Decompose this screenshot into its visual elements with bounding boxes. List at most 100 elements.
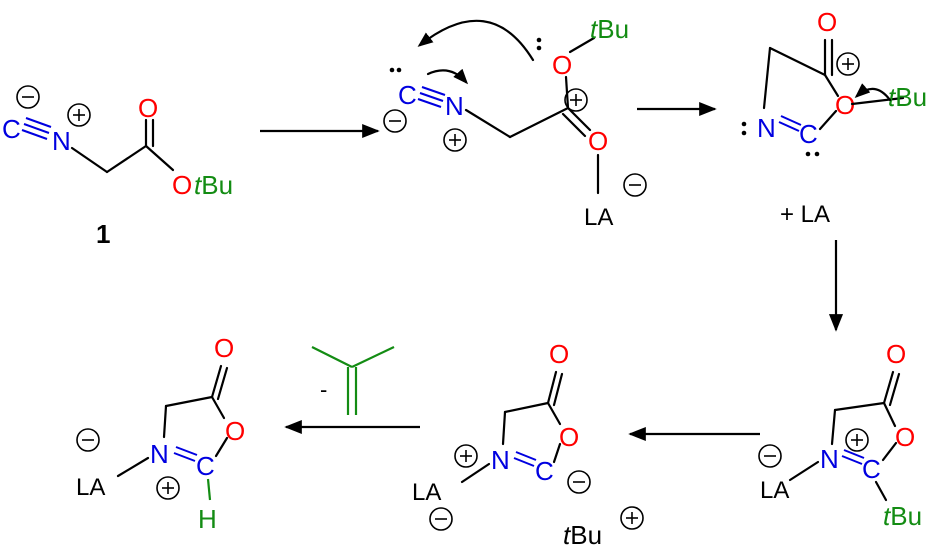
tbu-label: tBu bbox=[194, 170, 233, 200]
intermediate-2: O O tBu N C + LA bbox=[741, 7, 927, 228]
charge-minus bbox=[76, 428, 100, 452]
charge-minus bbox=[623, 173, 647, 197]
bond bbox=[546, 370, 558, 405]
curved-arrow bbox=[854, 83, 892, 102]
charge-plus bbox=[67, 103, 91, 127]
atom-o: O bbox=[835, 90, 855, 120]
bond bbox=[561, 112, 587, 138]
bond bbox=[508, 106, 570, 139]
tbu-label: tBu bbox=[888, 82, 927, 112]
tbu-label: tBu bbox=[590, 14, 629, 44]
bond bbox=[210, 395, 226, 420]
atom-h: H bbox=[198, 504, 217, 534]
charge-minus bbox=[758, 444, 782, 468]
triple-bond bbox=[417, 86, 446, 108]
bond bbox=[780, 115, 802, 126]
bond bbox=[210, 364, 223, 399]
bond bbox=[830, 408, 837, 446]
charge-minus bbox=[429, 507, 453, 531]
bond bbox=[778, 121, 800, 132]
bond bbox=[841, 455, 863, 465]
bond bbox=[874, 480, 888, 502]
bond bbox=[460, 462, 491, 484]
bond bbox=[566, 106, 592, 132]
lone-pair bbox=[389, 67, 402, 73]
bond bbox=[162, 404, 168, 439]
bond bbox=[214, 436, 229, 458]
bond bbox=[881, 441, 898, 462]
atom-o: O bbox=[588, 126, 608, 156]
bond bbox=[501, 410, 507, 446]
charge-plus bbox=[564, 88, 588, 112]
charge-plus bbox=[454, 444, 478, 468]
bond bbox=[768, 46, 827, 77]
atom-n: N bbox=[445, 91, 464, 121]
atom-o: O bbox=[559, 422, 579, 452]
bond bbox=[552, 372, 564, 407]
lone-pair bbox=[741, 121, 747, 136]
charge-minus bbox=[567, 470, 591, 494]
atom-o: O bbox=[552, 50, 572, 80]
compound-number: 1 bbox=[96, 219, 110, 249]
lewis-acid-label: LA bbox=[412, 479, 441, 506]
charge-minus bbox=[16, 85, 40, 109]
lewis-acid-label: LA bbox=[760, 477, 789, 504]
bond bbox=[105, 144, 148, 174]
atom-o: O bbox=[172, 170, 192, 200]
atom-n: N bbox=[757, 113, 776, 143]
compound-1: C N O O tBu 1 bbox=[2, 85, 233, 249]
lewis-acid-label: LA bbox=[584, 204, 613, 231]
triple-bond bbox=[21, 117, 52, 140]
bond bbox=[513, 457, 535, 467]
bond bbox=[311, 346, 353, 368]
atom-o: O bbox=[214, 333, 234, 363]
lone-pair bbox=[805, 151, 820, 157]
atom-c: C bbox=[862, 454, 881, 484]
bond bbox=[164, 395, 214, 408]
bond bbox=[882, 370, 895, 405]
bond bbox=[823, 73, 840, 98]
plus-lewis-acid: + LA bbox=[780, 201, 830, 228]
bond bbox=[351, 346, 395, 368]
intermediate-1: C N O tBu O bbox=[383, 14, 647, 231]
bond bbox=[850, 96, 905, 106]
minus-sign: - bbox=[320, 377, 327, 402]
atom-c: C bbox=[196, 451, 215, 481]
atom-n: N bbox=[52, 126, 71, 156]
atom-c: C bbox=[2, 114, 21, 144]
bond bbox=[70, 146, 109, 174]
atom-o: O bbox=[886, 339, 906, 369]
bond bbox=[762, 46, 772, 110]
atom-c: C bbox=[535, 456, 554, 486]
atom-o: O bbox=[225, 416, 245, 446]
curved-arrow bbox=[426, 68, 469, 85]
charge-plus bbox=[156, 476, 180, 500]
bond bbox=[173, 452, 196, 462]
bond bbox=[788, 460, 820, 482]
bond bbox=[206, 478, 212, 501]
intermediate-4: O O N C LA tBu bbox=[412, 339, 644, 550]
charge-minus bbox=[383, 109, 407, 133]
atom-c: C bbox=[398, 80, 417, 110]
bond bbox=[144, 144, 175, 172]
charge-plus bbox=[845, 428, 869, 452]
isobutylene-loss: - bbox=[311, 346, 395, 415]
bond bbox=[843, 449, 865, 459]
bond bbox=[833, 401, 886, 412]
bond bbox=[216, 366, 229, 401]
bond bbox=[515, 451, 537, 461]
charge-plus bbox=[620, 506, 644, 530]
bond bbox=[464, 108, 512, 139]
atom-o: O bbox=[895, 422, 915, 452]
bond bbox=[568, 36, 596, 54]
bond bbox=[882, 401, 897, 428]
bond bbox=[116, 456, 150, 478]
atom-n: N bbox=[491, 445, 510, 475]
tbu-cation-label: tBu bbox=[563, 520, 602, 550]
bond bbox=[818, 109, 838, 131]
intermediate-3: O O N C tBu LA bbox=[758, 339, 922, 531]
atom-n: N bbox=[150, 439, 169, 469]
atom-n: N bbox=[820, 444, 839, 474]
tbu-label: tBu bbox=[883, 501, 922, 531]
